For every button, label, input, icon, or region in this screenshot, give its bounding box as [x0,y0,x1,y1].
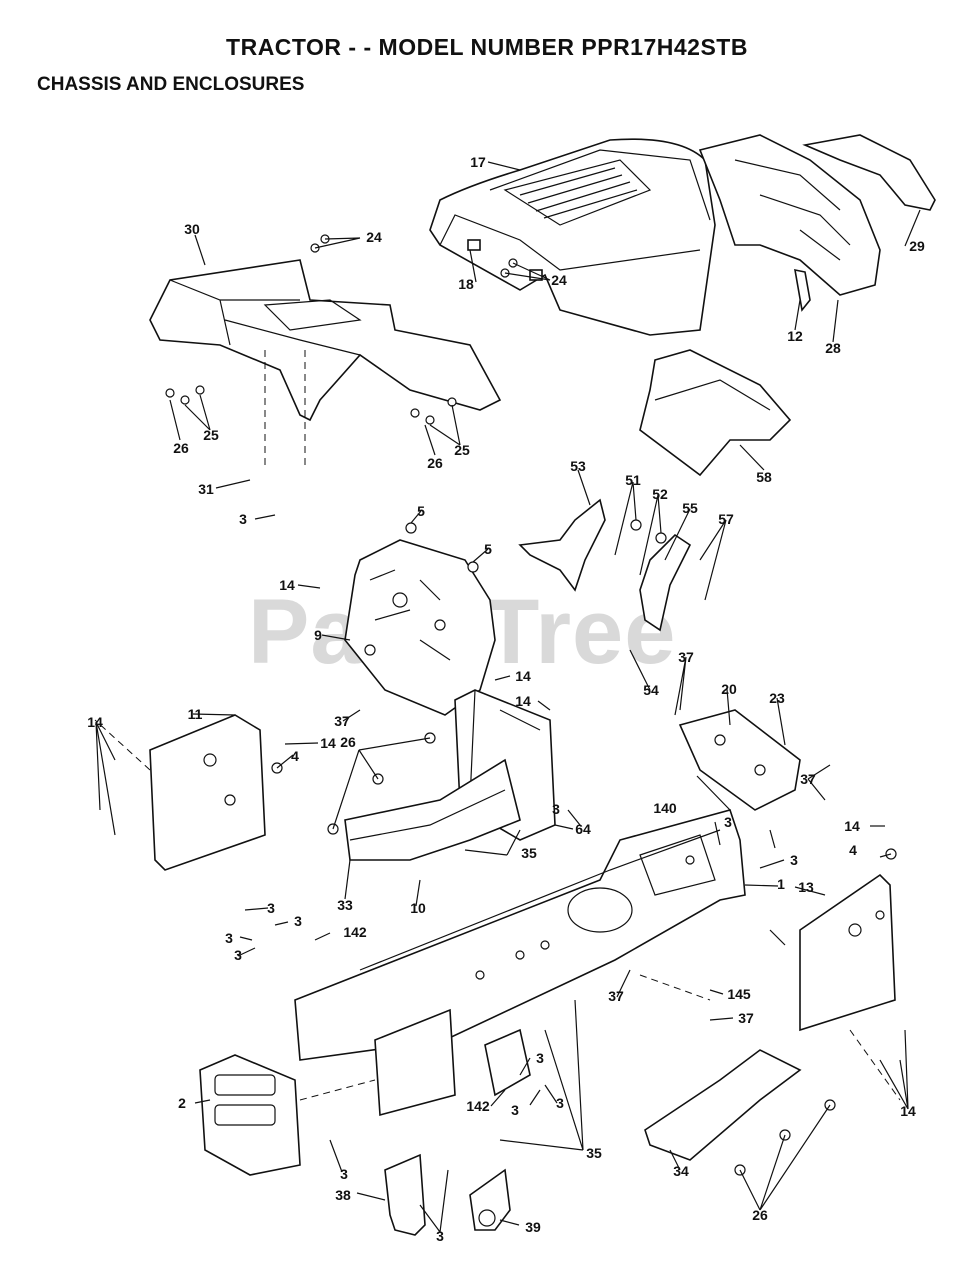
callout-11: 11 [187,706,203,722]
callout-58: 58 [756,469,772,485]
callout-24b: 24 [551,272,567,288]
hood-part [429,138,716,336]
callout-12: 12 [787,328,803,344]
callout-26c: 26 [340,734,356,750]
callout-2: 2 [178,1095,186,1111]
dash-cover-part [639,349,792,477]
callout-3h: 3 [234,947,242,963]
callout-14d: 14 [87,714,103,730]
callout-31: 31 [198,481,214,497]
callout-57: 57 [718,511,734,527]
dashboard-part [344,539,496,716]
callout-14g: 14 [900,1103,916,1119]
axle-bracket-part [374,1008,531,1117]
callout-10: 10 [410,900,426,916]
callout-64: 64 [575,821,591,837]
callout-142b: 142 [466,1098,490,1114]
support-plate-part [678,709,801,811]
callout-37b: 37 [334,713,350,729]
callout-3j: 3 [511,1102,519,1118]
callout-3e: 3 [267,900,275,916]
callout-3f: 3 [294,913,302,929]
bracket-38-part [384,1153,426,1236]
callout-28: 28 [825,340,841,356]
section-subtitle: CHASSIS AND ENCLOSURES [37,74,305,95]
callout-26d: 26 [752,1207,768,1223]
page-title: TRACTOR - - MODEL NUMBER PPR17H42STB [226,34,748,60]
callout-37c: 37 [800,771,816,787]
callout-145: 145 [727,986,751,1002]
callout-14c: 14 [515,693,531,709]
callout-4b: 4 [849,842,857,858]
callout-52: 52 [652,486,668,502]
callout-55: 55 [682,500,698,516]
callout-3i: 3 [536,1050,544,1066]
callout-29: 29 [909,238,925,254]
callout-26a: 26 [173,440,189,456]
callout-9: 9 [314,627,322,643]
grille-part [698,134,881,312]
callout-3a: 3 [239,511,247,527]
callout-13: 13 [798,879,814,895]
callout-3d: 3 [790,852,798,868]
callout-33: 33 [337,897,353,913]
callout-35b: 35 [586,1145,602,1161]
callout-14a: 14 [279,577,295,593]
callout-39: 39 [525,1219,541,1235]
side-panel-right-part [799,873,896,1032]
callout-3m: 3 [436,1228,444,1244]
lens-part [802,134,936,211]
callout-24a: 24 [366,229,382,245]
callout-18: 18 [458,276,474,292]
frame-part [294,809,746,1061]
callout-25a: 25 [203,427,219,443]
callout-14f: 14 [844,818,860,834]
callout-142a: 142 [343,924,367,940]
callout-51: 51 [625,472,641,488]
callout-25b: 25 [454,442,470,458]
callout-4a: 4 [291,748,299,764]
lever-bracket-part [518,498,692,632]
callout-54: 54 [643,682,659,698]
side-panel-left-part [149,714,266,871]
callout-38: 38 [335,1187,351,1203]
callout-34: 34 [673,1163,689,1179]
callout-1: 1 [777,876,785,892]
callout-35a: 35 [521,845,537,861]
callout-23: 23 [769,690,785,706]
fender-part [149,259,502,422]
callout-26b: 26 [427,455,443,471]
callout-3b: 3 [552,801,560,817]
callout-20: 20 [721,681,737,697]
guide-lines [94,350,901,1101]
callout-14b: 14 [515,668,531,684]
callout-37d: 37 [608,988,624,1004]
callout-5b: 5 [484,541,492,557]
callout-140: 140 [653,800,677,816]
callout-53: 53 [570,458,586,474]
callout-3l: 3 [340,1166,348,1182]
callout-5a: 5 [417,503,425,519]
callout-3c: 3 [724,814,732,830]
callout-3g: 3 [225,930,233,946]
callout-3k: 3 [556,1095,564,1111]
bracket-39-part [469,1168,511,1231]
footrest-part [644,1049,802,1161]
leader-lines [95,161,921,1233]
callout-14e: 14 [320,735,336,751]
front-plate-part [199,1054,301,1176]
callout-37e: 37 [738,1010,754,1026]
callout-17: 17 [470,154,486,170]
callout-30: 30 [184,221,200,237]
heat-shield-part [344,758,521,861]
callout-37a: 37 [678,649,694,665]
